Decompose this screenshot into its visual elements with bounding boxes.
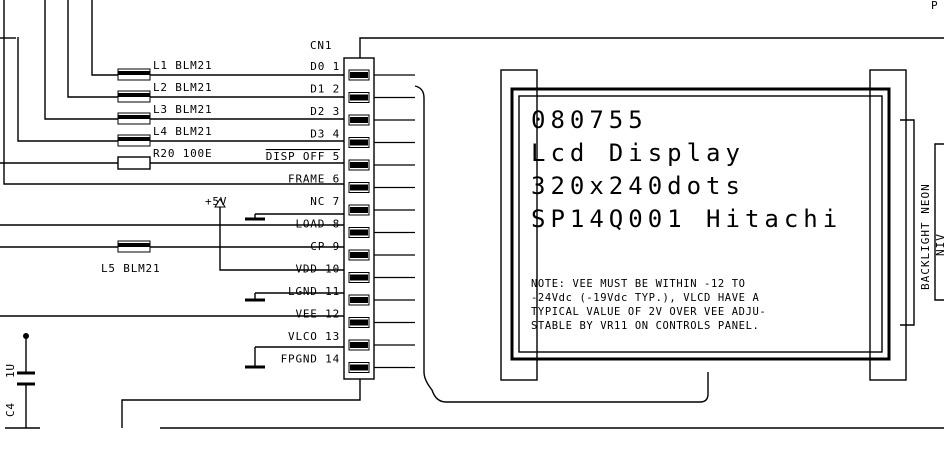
pin-frame-10 [348, 272, 370, 283]
pin-frame-9 [348, 249, 370, 261]
label-l2: L2 BLM21 [153, 81, 212, 94]
inductor-l2 [117, 90, 151, 103]
pin-frame-8 [348, 227, 370, 238]
label-l5: L5 BLM21 [101, 262, 160, 275]
pin-frame-13 [348, 339, 370, 351]
pin-frame-3 [348, 114, 370, 126]
note-line-1: NOTE: VEE MUST BE WITHIN -12 TO [531, 278, 746, 290]
pin-5 [350, 162, 368, 168]
backlight-partial-label: NIV [934, 233, 944, 256]
pin-label-6: FRAME 6 [288, 173, 340, 186]
lcd-display: 080755 Lcd Display 320x240dots SP14Q001 … [531, 106, 842, 332]
pin-label-12: VEE 12 [295, 308, 340, 321]
label-r20: R20 100E [153, 147, 212, 160]
label-l4: L4 BLM21 [153, 125, 212, 138]
pin-frame-12 [348, 317, 370, 328]
inductor-l4 [117, 134, 151, 147]
pin-label-14: FPGND 14 [281, 353, 340, 366]
display-line-3: 320x240dots [531, 172, 745, 200]
pin-frame-6 [348, 182, 370, 193]
capacitor-c4 [17, 371, 35, 386]
pin-label-3: D2 3 [310, 105, 340, 118]
pin-frame-14 [348, 362, 370, 373]
connector-name: CN1 [310, 39, 332, 52]
pin-10 [350, 274, 368, 281]
display-line-4: SP14Q001 Hitachi [531, 205, 842, 233]
pin-labels: D0 1 D1 2 D2 3 D3 4 DISP OFF 5 FRAME 6 NC 7 LOA… [266, 60, 340, 366]
pin-label-2: D1 2 [310, 83, 340, 96]
connector-cn1 [343, 57, 375, 380]
corner-label: P [931, 0, 938, 12]
pin-label-8: LOAD 8 [295, 218, 340, 231]
pin-frame-7 [348, 204, 370, 216]
pin-6 [350, 184, 368, 191]
inductor-l5 [117, 240, 151, 253]
pin-label-4: D3 4 [310, 128, 340, 141]
pin-label-5: DISP OFF 5 [266, 150, 340, 163]
pin-label-10: VDD 10 [295, 263, 340, 276]
inductor-l3 [117, 112, 151, 125]
pin-14 [350, 364, 368, 371]
junction-dot [23, 333, 29, 339]
pin-8 [350, 229, 368, 236]
pin-1 [350, 72, 368, 78]
display-line-2: Lcd Display [531, 139, 745, 167]
pin-13 [350, 342, 368, 348]
pin-label-11: LGND 11 [288, 285, 340, 298]
pin-12 [350, 319, 368, 326]
pin-frame-11 [348, 294, 370, 306]
pin-label-13: VLCO 13 [288, 330, 340, 343]
label-l3: L3 BLM21 [153, 103, 212, 116]
pin-4 [350, 139, 368, 146]
pin-7 [350, 207, 368, 213]
c4-value: 1U [4, 363, 17, 378]
resistor-r20 [117, 156, 151, 170]
pin-frame-1 [348, 69, 370, 81]
display-line-1: 080755 [531, 106, 648, 134]
power-arrow [214, 198, 226, 208]
pin-9 [350, 252, 368, 258]
pin-frame-5 [348, 159, 370, 171]
ground-symbols [245, 217, 265, 369]
pin-frame-2 [348, 92, 370, 103]
note-line-2: -24Vdc (-19Vdc TYP.), VLCD HAVE A [531, 292, 759, 304]
supply-label: +5V [205, 195, 227, 208]
note-line-4: STABLE BY VR11 ON CONTROLS PANEL. [531, 320, 759, 332]
label-l1: L1 BLM21 [153, 59, 212, 72]
pin-11 [350, 297, 368, 303]
pin-2 [350, 94, 368, 101]
pin-label-9: CP 9 [310, 240, 340, 253]
c4-ref: C4 [4, 402, 17, 417]
pin-frame-4 [348, 137, 370, 148]
connector-pins [348, 69, 415, 373]
inductor-l1 [117, 68, 151, 81]
pin-label-1: D0 1 [310, 60, 340, 73]
pin-label-7: NC 7 [310, 195, 340, 208]
backlight-label: BACKLIGHT NEON [919, 183, 932, 290]
note-line-3: TYPICAL VALUE OF 2V OVER VEE ADJU- [531, 306, 766, 318]
pin-3 [350, 117, 368, 123]
